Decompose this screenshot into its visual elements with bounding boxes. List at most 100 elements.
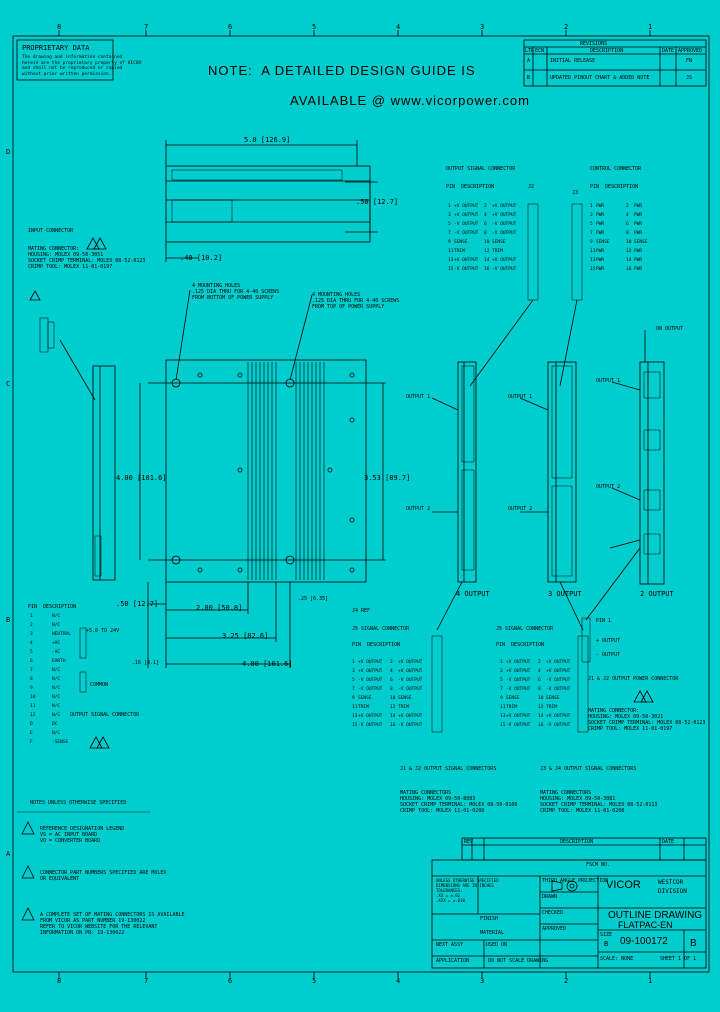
col-label: 1 (648, 23, 653, 31)
pin-cell: +V OUTPUT (398, 660, 423, 665)
pin-cell: +V OUTPUT (358, 669, 383, 674)
output-view-b (547, 361, 577, 583)
dim-bottom-offset: .40 [10.2] (180, 254, 223, 262)
input-conn-mating: MATING CONNECTOR: HOUSING: MOLEX 09-50-3… (28, 246, 146, 270)
pin-label-conn: OUTPUT SIGNAL CONNECTOR (70, 712, 140, 718)
border-frame (12, 35, 710, 973)
pin-cell: SENSE (358, 696, 372, 701)
tb-sub2: DIVISION (658, 888, 687, 895)
pin-cell: -V OUTPUT (506, 723, 531, 728)
right-out-plus: + OUTPUT (596, 638, 621, 644)
pin-cell: EARTH (52, 659, 66, 664)
pin-cell: 11 (352, 705, 358, 710)
pin-cell: TRIM (454, 249, 465, 254)
pin-cell: +V OUTPUT (398, 714, 423, 719)
pin-cell: -V OUTPUT (454, 231, 479, 236)
proprietary-title: PROPRIETARY DATA (22, 44, 90, 52)
pin-cell: 11 (30, 704, 36, 709)
pin-cell: 8 (390, 687, 393, 692)
col-label: 4 (396, 23, 401, 31)
pin-cell: +V OUTPUT (546, 660, 571, 665)
pin-cell: 14 (484, 258, 490, 263)
rev-row-appr: JS (686, 75, 693, 81)
dim-bot-d: 4.00 [101.6] (242, 660, 293, 668)
bot-a-title: J5 SIGNAL CONNECTOR (352, 626, 410, 632)
pin-cell: 7 (352, 687, 355, 692)
col-label: 1 (648, 977, 653, 985)
bot-b-title: J5 SIGNAL CONNECTOR (496, 626, 554, 632)
dim-side-height: .50 [12.7] (356, 198, 399, 206)
rev-col-approved: APPROVED (678, 48, 703, 54)
pin-cell: 4 (390, 669, 393, 674)
pin-cell: -V OUTPUT (546, 687, 571, 692)
tb-size-val: B (604, 940, 609, 948)
pin-cell: 5 (500, 678, 503, 683)
pin-cell: TRIM (506, 705, 517, 710)
sig-b-title: CONTROL CONNECTOR (590, 166, 642, 172)
pin-cell: 14 (390, 714, 396, 719)
tb-title-2: FLATPAC-EN (618, 920, 673, 930)
dim-bot-c: 3.25 [82.6] (222, 632, 269, 640)
pin-desc-left-title: PIN DESCRIPTION (28, 604, 77, 610)
pin-cell: N/C (52, 713, 61, 718)
tb-sheet: SHEET 1 OF 1 (660, 956, 697, 962)
pin-cell: NEUTRAL (52, 632, 71, 637)
pin-cell: SENSE (546, 696, 560, 701)
view-b-caption: 3 OUTPUT (548, 590, 582, 598)
pin-cell: -V OUTPUT (506, 687, 531, 692)
pin-cell: PWR (634, 231, 643, 236)
sig-b-desc: PIN DESCRIPTION (590, 184, 639, 190)
dim-top-width: 5.0 [126.9] (244, 136, 291, 144)
pin-cell: N/C (52, 668, 61, 673)
pin-cell: 8 (538, 687, 541, 692)
col-label: 8 (57, 977, 62, 985)
pin-cell: 10 (484, 240, 490, 245)
note-triangle-1 (21, 821, 35, 835)
col-label: 5 (312, 23, 317, 31)
pin-cell: 10 (626, 240, 632, 245)
col-label: 3 (480, 23, 485, 31)
bot-a-desc: PIN DESCRIPTION (352, 642, 401, 648)
tb-rev: B (690, 938, 697, 949)
row-label: D (6, 148, 11, 156)
pin-cell: -AC (52, 650, 61, 655)
col-label: 7 (144, 23, 149, 31)
pin-cell: 8 (484, 231, 487, 236)
revisions-header: REVISIONS (580, 41, 608, 47)
pin-cell: TRIM (358, 705, 369, 710)
tb-title-1: OUTLINE DRAWING (608, 910, 703, 921)
rev-col-ltr: LTR (525, 48, 533, 54)
pin-cell: 4 (626, 213, 629, 218)
pin-cell: 15 (590, 267, 596, 272)
tb-sub: WESTCOR (658, 879, 684, 886)
proprietary-text: The drawing and information contained he… (22, 55, 142, 77)
pin-cell: 10 (390, 696, 396, 701)
pin-cell: +V OUTPUT (506, 714, 531, 719)
tb-fscm: FSCM NO. (586, 862, 611, 868)
tb-checked: CHECKED (542, 910, 564, 916)
pin-cell: 2 (390, 660, 393, 665)
pin-cell: PWR (596, 213, 605, 218)
unit-plan-outline (165, 359, 367, 583)
bot-b-desc: PIN DESCRIPTION (496, 642, 545, 648)
rev-row-ltr: A (527, 58, 531, 64)
view-c-caption: 2 OUTPUT (640, 590, 674, 598)
pin-cell: SENSE (596, 240, 610, 245)
pin-cell: PWR (634, 267, 643, 272)
right-out-mating: MATING CONNECTOR: HOUSING: MOLEX 09-50-3… (588, 708, 706, 732)
tb-finish: FINISH (480, 916, 499, 922)
pin-cell: 3 (590, 213, 593, 218)
right-out-minus: - OUTPUT (596, 652, 621, 658)
pin-cell: 6 (30, 659, 33, 664)
tb-next-assy: NEXT ASSY (436, 942, 464, 948)
output-c-label-2: OUTPUT 2 (596, 484, 621, 490)
col-label: 2 (564, 23, 569, 31)
row-label: A (6, 850, 11, 858)
tb-dns: DO NOT SCALE DRAWING (488, 958, 549, 964)
pin-cell: -V OUTPUT (492, 231, 517, 236)
pin-cell: 16 (484, 267, 490, 272)
dim-bot-b: 2.00 [50.8] (196, 604, 243, 612)
pin-cell: 2 (484, 204, 487, 209)
pin-cell: 6 (538, 678, 541, 683)
pin-cell: 8 (626, 231, 629, 236)
